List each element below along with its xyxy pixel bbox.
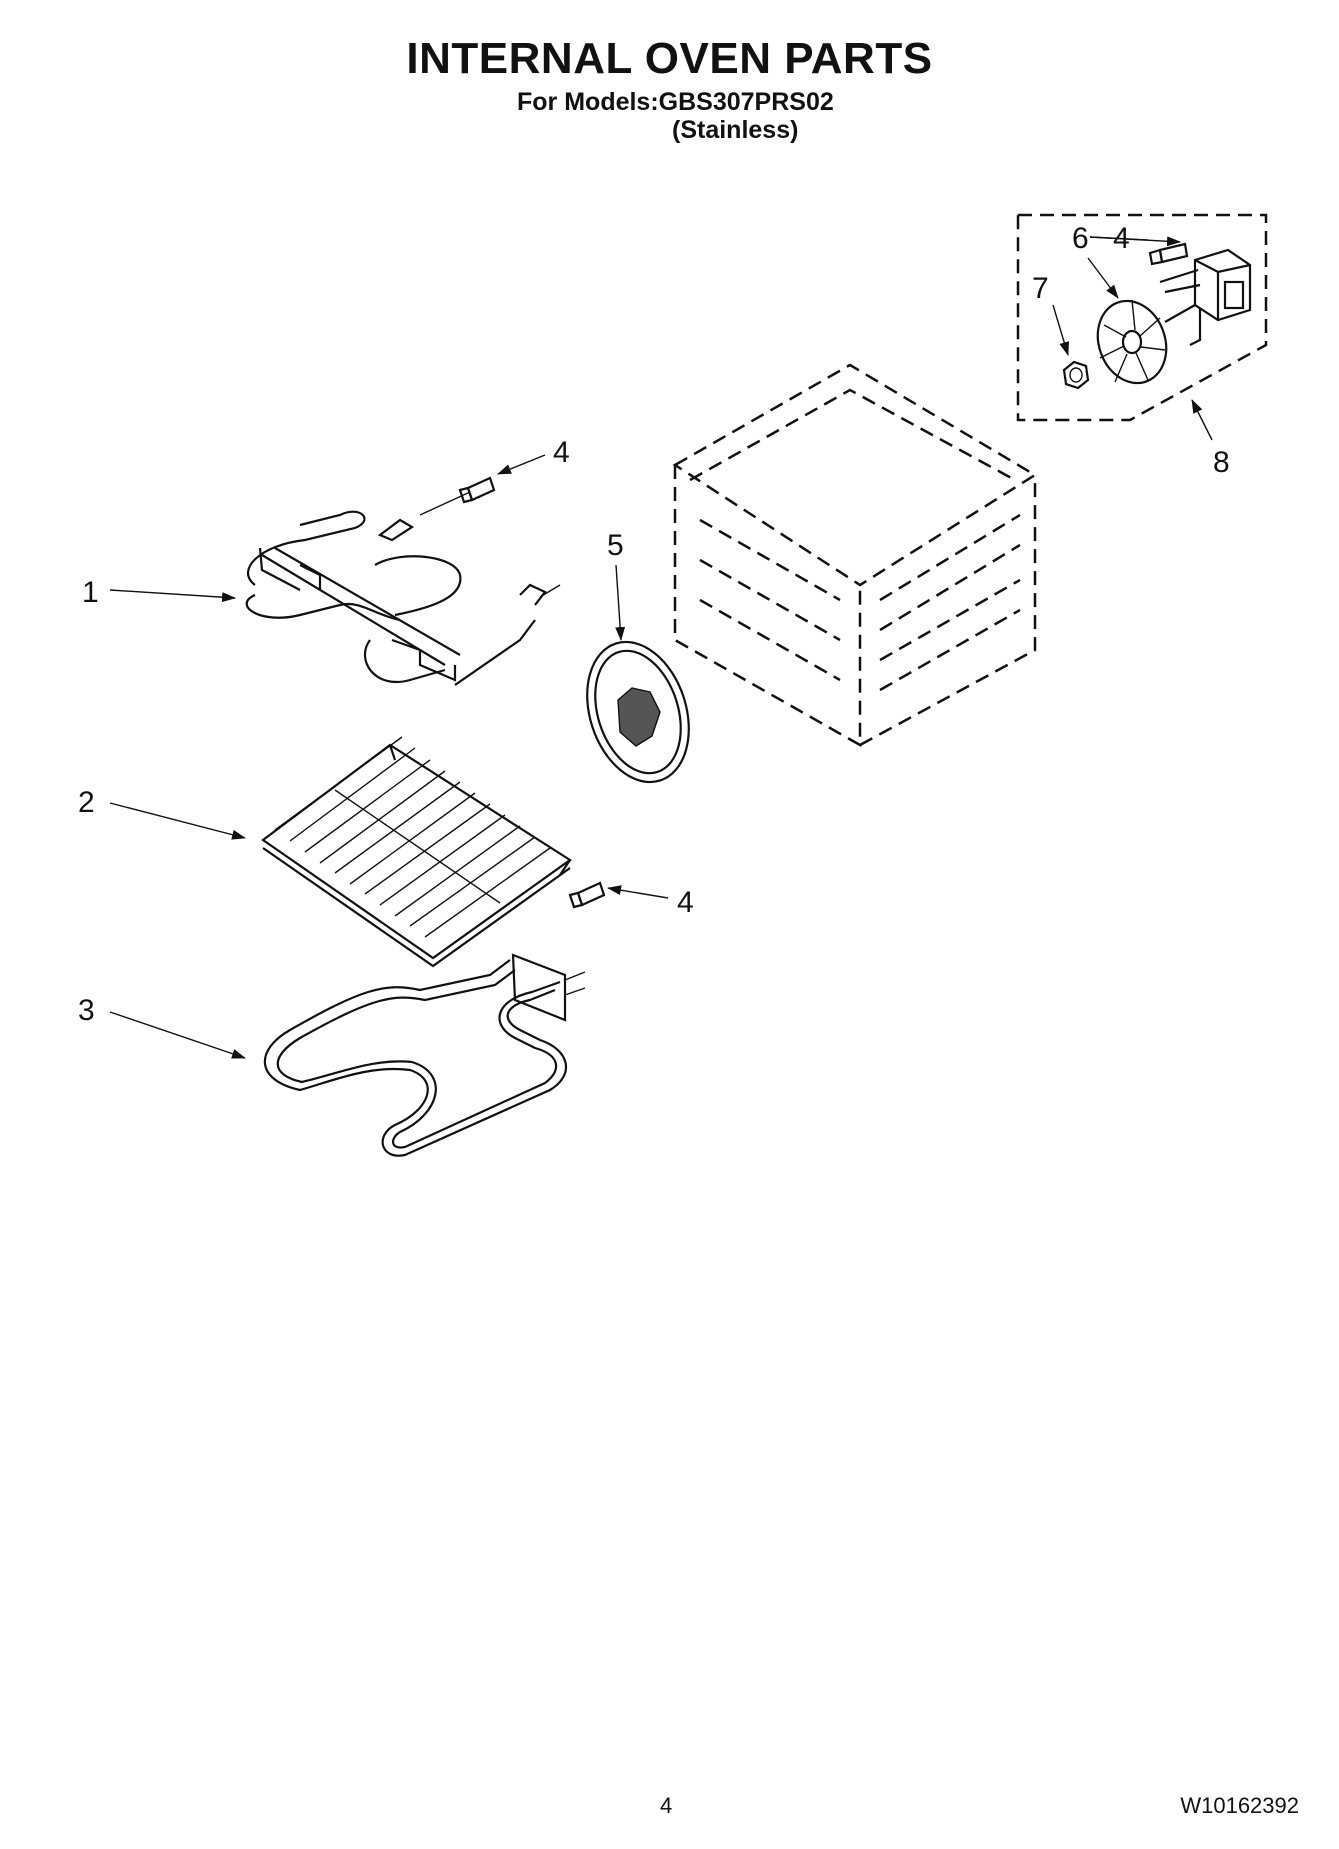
bake-screw xyxy=(568,881,606,909)
callout-8: 8 xyxy=(1213,446,1230,479)
convection-motor xyxy=(1159,248,1252,346)
leader-lines xyxy=(109,236,1213,1059)
callout-2: 2 xyxy=(78,786,95,819)
nut xyxy=(1062,360,1090,390)
callout-1: 1 xyxy=(82,576,99,609)
fan-blade xyxy=(1096,299,1168,385)
oven-cavity xyxy=(672,363,1038,748)
finish-line: (Stainless) xyxy=(672,116,799,144)
callout-7: 7 xyxy=(1032,272,1049,305)
callout-4-bake-screw: 4 xyxy=(677,886,694,919)
callout-6: 6 xyxy=(1072,222,1089,255)
page-title: INTERNAL OVEN PARTS xyxy=(406,34,933,83)
convection-fan-cover xyxy=(586,640,690,784)
callout-3: 3 xyxy=(78,994,95,1027)
models-line: For Models:GBS307PRS02 xyxy=(517,88,834,116)
callout-5: 5 xyxy=(607,529,624,562)
callout-4-fan-screw: 4 xyxy=(1113,222,1130,255)
broil-screw xyxy=(458,476,496,504)
callout-4-broil-screw: 4 xyxy=(553,436,570,469)
fan-assembly-group xyxy=(1016,213,1268,422)
fan-screw xyxy=(1148,242,1189,266)
document-number: W10162392 xyxy=(1180,1793,1299,1818)
broil-element xyxy=(245,491,561,686)
callout-numbers: 1 2 3 4 4 4 5 6 7 8 xyxy=(78,222,1230,1027)
bake-element xyxy=(263,953,586,1157)
oven-rack xyxy=(261,736,572,968)
page-number: 4 xyxy=(660,1793,673,1818)
